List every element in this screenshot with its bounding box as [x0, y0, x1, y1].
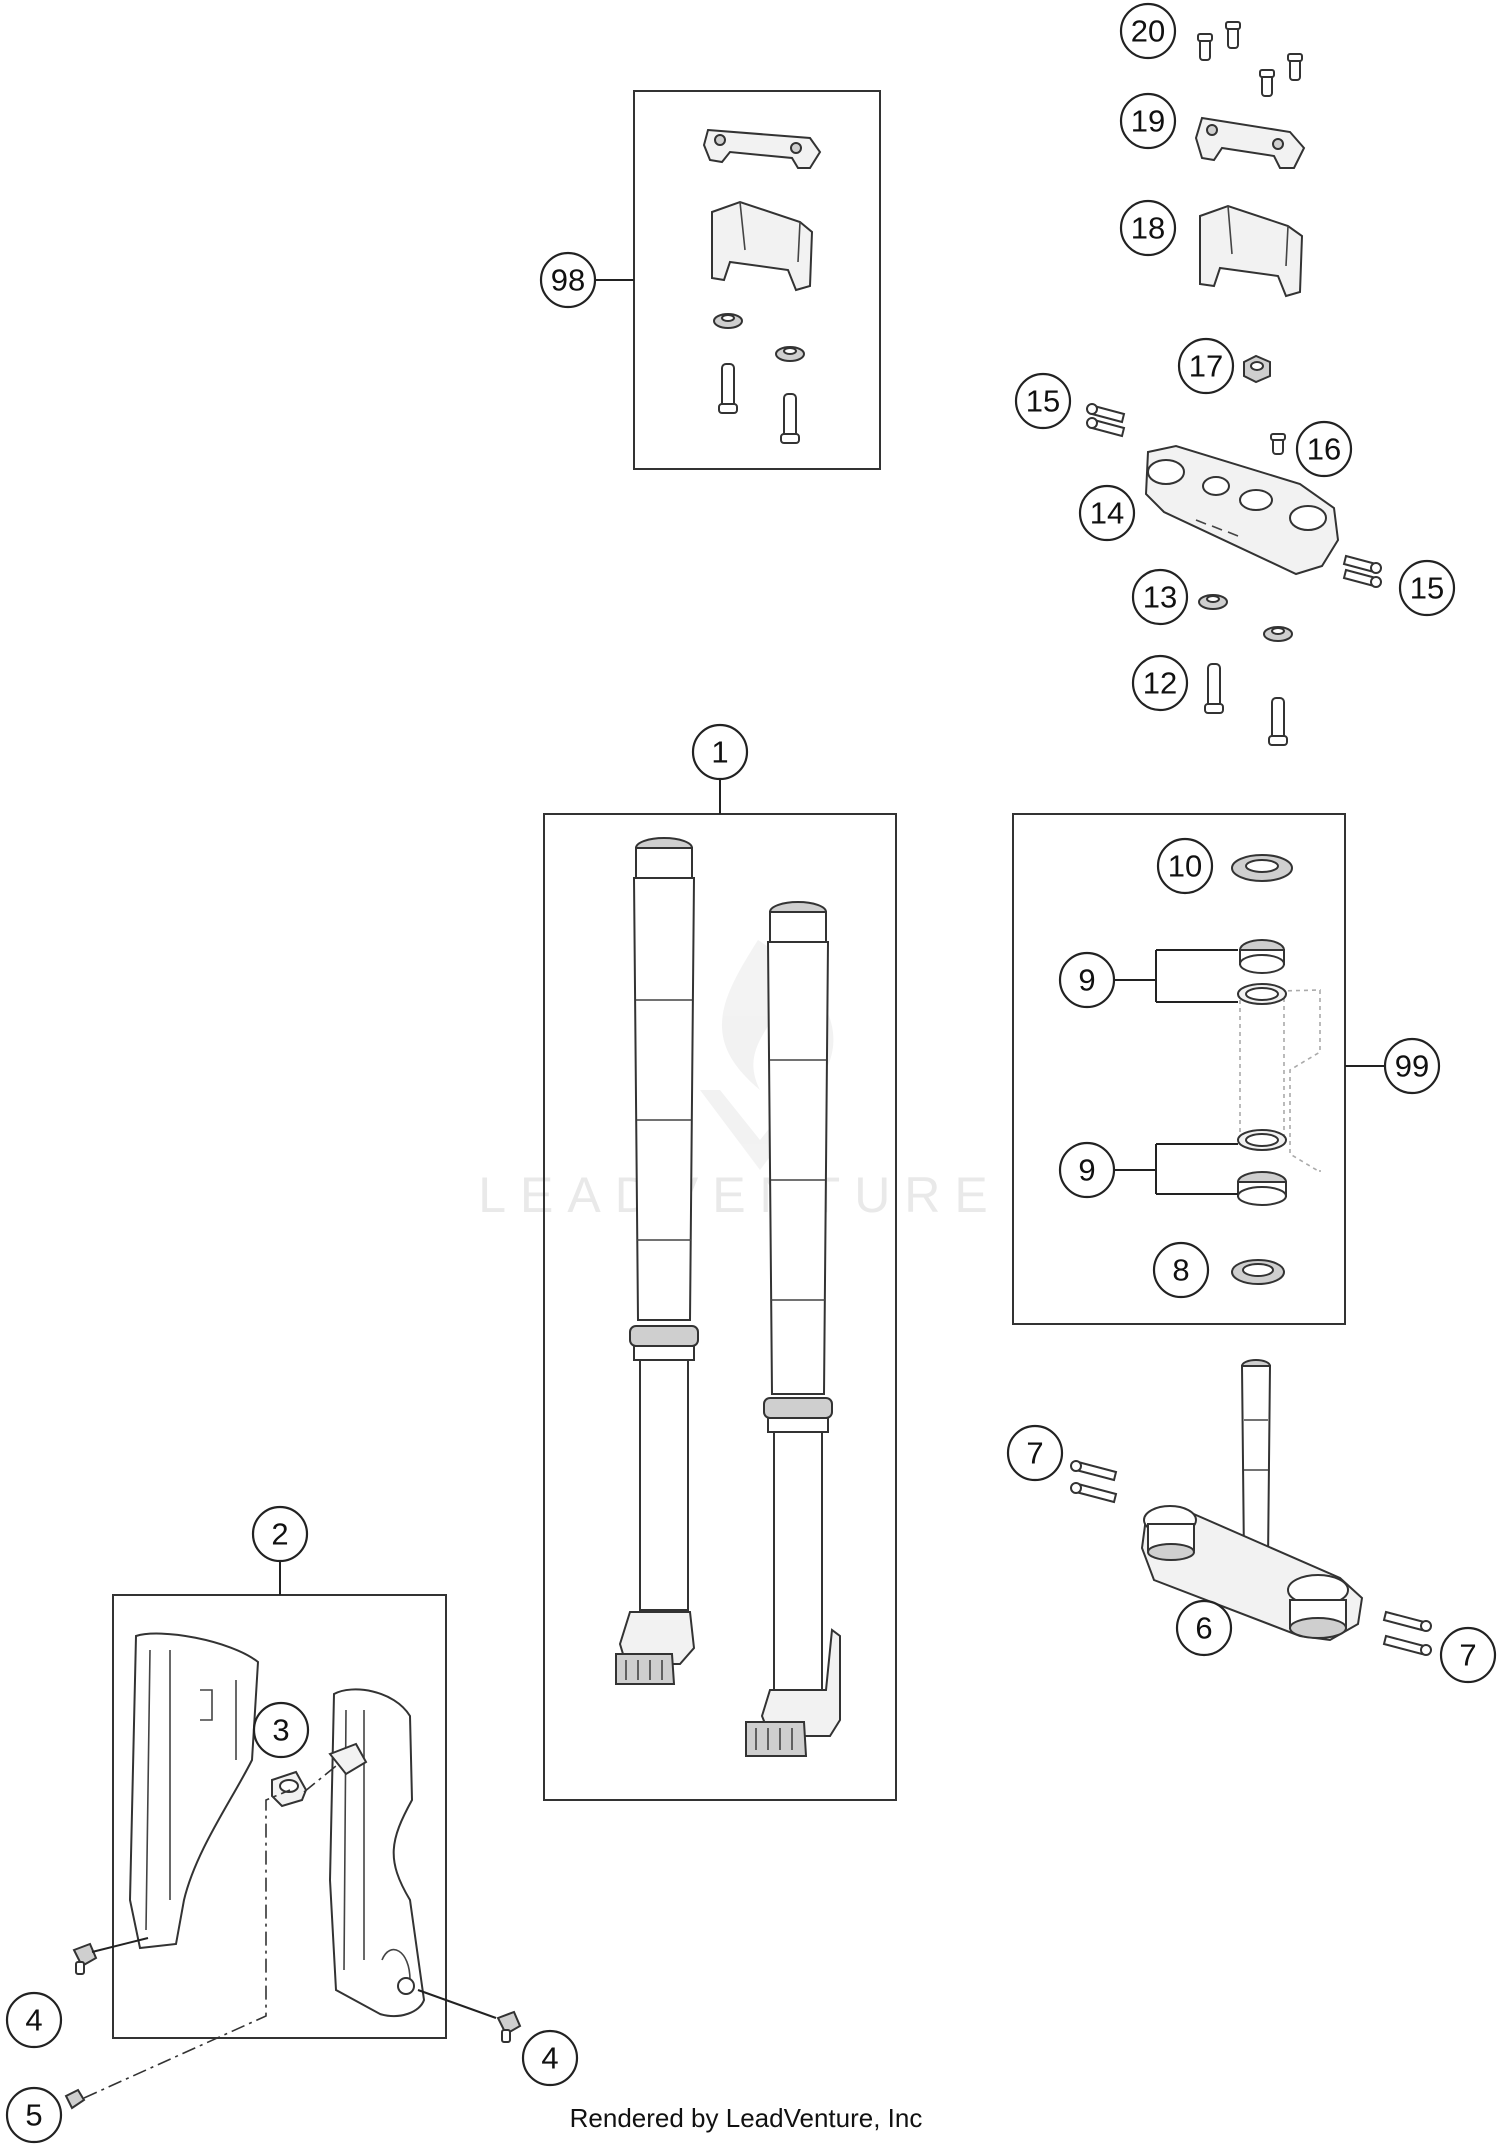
credit-text: Rendered by LeadVenture, Inc [570, 2103, 923, 2133]
callout-13: 13 [1131, 568, 1189, 626]
callout-20-label: 20 [1131, 14, 1165, 49]
callout-4-left: 4 [5, 1991, 63, 2049]
callout-99-label: 99 [1395, 1049, 1429, 1084]
callout-5: 5 [5, 2086, 63, 2144]
callout-9-upper: 9 [1058, 951, 1116, 1009]
group-1-box [543, 813, 897, 1801]
callout-6-label: 6 [1195, 1611, 1212, 1646]
callout-9-lower: 9 [1058, 1141, 1116, 1199]
part-18-lower-clamp [1199, 204, 1304, 298]
callout-1: 1 [691, 723, 749, 781]
callout-9-lower-label: 9 [1078, 1153, 1095, 1188]
part-98-bolt-left [718, 363, 738, 414]
callout-2: 2 [251, 1505, 309, 1563]
part-9-lower-bearing [1237, 1171, 1287, 1206]
part-12-bolts [1204, 663, 1288, 746]
part-98-washer-left [713, 313, 743, 329]
callout-8: 8 [1152, 1241, 1210, 1299]
part-7-bolts-right [1382, 1610, 1432, 1656]
callout-5-label: 5 [25, 2098, 42, 2133]
part-9-upper-race [1237, 983, 1287, 1005]
callout-14-label: 14 [1090, 496, 1124, 531]
callout-19: 19 [1119, 92, 1177, 150]
part-6-lower-triple-clamp [1140, 1359, 1364, 1642]
part-4-screw-left [72, 1937, 149, 1975]
part-16-bolt [1270, 433, 1286, 455]
callout-15-right: 15 [1398, 559, 1456, 617]
part-4-screw-right [417, 1989, 522, 2043]
leader-9-upper [1114, 949, 1238, 1003]
callout-13-label: 13 [1143, 580, 1177, 615]
part-17-nut [1243, 354, 1271, 384]
part-19-upper-clamp [1194, 116, 1306, 169]
callout-7-left-label: 7 [1026, 1436, 1043, 1471]
callout-10: 10 [1156, 837, 1214, 895]
callout-4-right-label: 4 [541, 2041, 558, 2076]
part-3-brake-line-clip [271, 1742, 368, 1808]
part-15-bolts-left [1086, 403, 1126, 438]
callout-8-label: 8 [1172, 1253, 1189, 1288]
callout-16: 16 [1295, 420, 1353, 478]
callout-99: 99 [1383, 1037, 1441, 1095]
callout-98: 98 [539, 251, 597, 309]
callout-3-label: 3 [272, 1713, 289, 1748]
part-98-washer-right [775, 346, 805, 362]
callout-16-label: 16 [1307, 432, 1341, 467]
part-10-dust-seal [1231, 854, 1293, 882]
part-2-fork-guard-right [328, 1688, 426, 2018]
part-98-bolt-right [780, 393, 800, 444]
part-14-upper-triple-clamp [1144, 444, 1340, 576]
callout-1-label: 1 [711, 735, 728, 770]
callout-6: 6 [1175, 1599, 1233, 1657]
callout-20: 20 [1119, 2, 1177, 60]
callout-18-label: 18 [1131, 211, 1165, 246]
callout-4-right: 4 [521, 2029, 579, 2087]
part-7-bolts-left [1070, 1460, 1118, 1504]
part-15-bolts-right [1342, 554, 1382, 588]
leader-9-lower [1114, 1143, 1238, 1195]
watermark-text: LEADVENTURE [478, 1167, 1002, 1223]
callout-18: 18 [1119, 199, 1177, 257]
callout-9-upper-label: 9 [1078, 963, 1095, 998]
part-13-washers [1198, 594, 1293, 642]
callout-12: 12 [1131, 654, 1189, 712]
part-98-lower-clamp [711, 200, 814, 292]
callout-15-right-label: 15 [1410, 571, 1444, 606]
callout-19-label: 19 [1131, 104, 1165, 139]
part-98-upper-clamp [702, 128, 822, 169]
callout-15-left-label: 15 [1026, 384, 1060, 419]
callout-17-label: 17 [1189, 349, 1223, 384]
callout-7-right-label: 7 [1459, 1638, 1476, 1673]
callout-7-left: 7 [1006, 1424, 1064, 1482]
callout-10-label: 10 [1168, 849, 1202, 884]
part-20-bolts [1197, 21, 1303, 97]
callout-3: 3 [252, 1701, 310, 1759]
part-1-fork-leg-left [615, 837, 699, 1685]
callout-17: 17 [1177, 337, 1235, 395]
watermark: LEADVENTURE [478, 940, 1002, 1223]
steering-head-outline [1239, 989, 1321, 1174]
callout-15-left: 15 [1014, 372, 1072, 430]
part-2-fork-guard-left [128, 1632, 260, 1950]
callout-4-left-label: 4 [25, 2003, 42, 2038]
part-9-lower-race [1237, 1129, 1287, 1151]
part-8-seal [1231, 1259, 1285, 1285]
part-1-fork-leg-right [745, 901, 841, 1757]
callout-98-label: 98 [551, 263, 585, 298]
group-99-box [1012, 813, 1346, 1325]
leader-5-dashed [83, 1789, 291, 2099]
callout-2-label: 2 [271, 1517, 288, 1552]
callout-12-label: 12 [1143, 666, 1177, 701]
part-5-screw [64, 2088, 86, 2110]
part-9-upper-bearing [1239, 939, 1285, 974]
callout-14: 14 [1078, 484, 1136, 542]
callout-7-right: 7 [1439, 1626, 1497, 1684]
